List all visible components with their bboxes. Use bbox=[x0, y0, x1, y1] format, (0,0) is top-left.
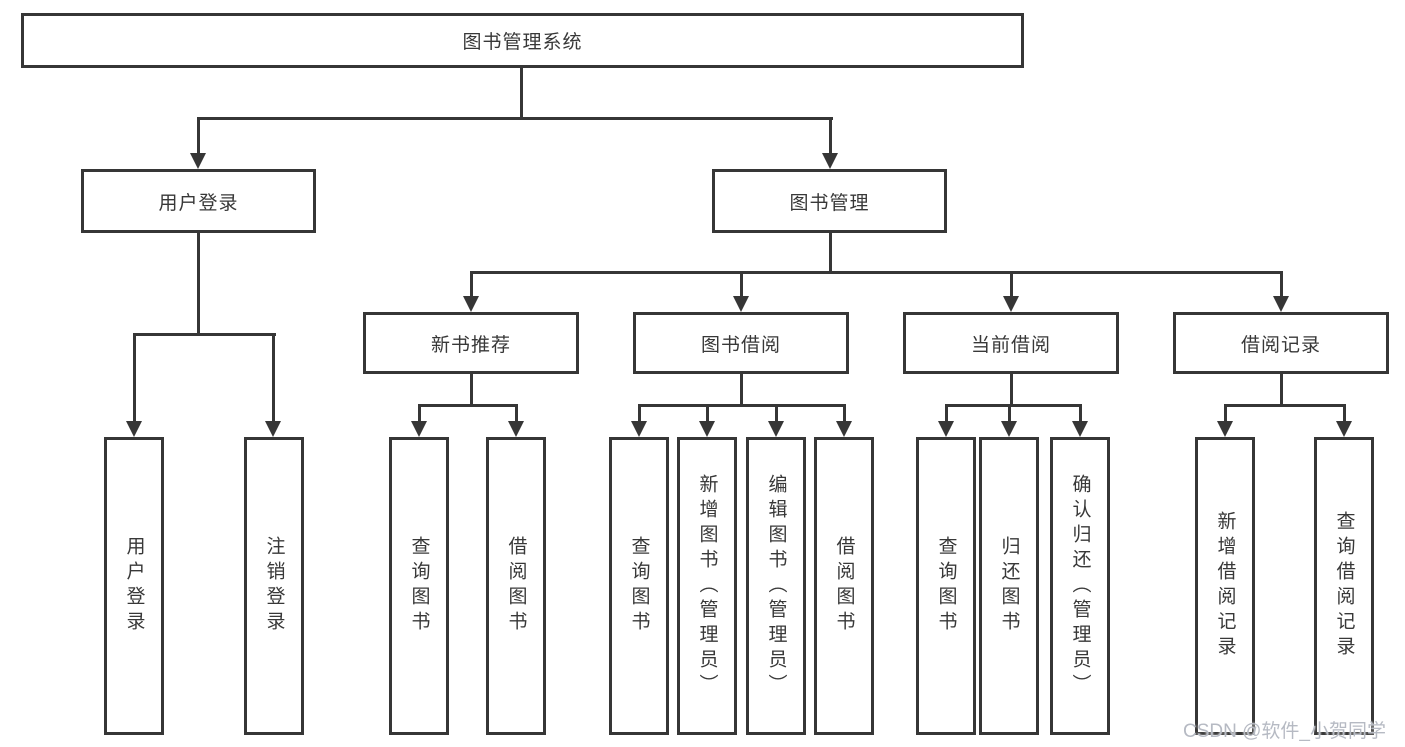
leaf-add-borrow-record: 新增借阅记录 bbox=[1195, 437, 1255, 735]
connector-line bbox=[1343, 404, 1346, 423]
connector-line bbox=[197, 233, 200, 336]
connector-line bbox=[197, 117, 200, 155]
node-root: 图书管理系统 bbox=[21, 13, 1024, 68]
connector-line bbox=[272, 333, 275, 423]
connector-line bbox=[133, 333, 276, 336]
connector-line bbox=[1008, 404, 1011, 423]
arrowhead-down-icon bbox=[1217, 421, 1233, 437]
arrowhead-down-icon bbox=[126, 421, 142, 437]
node-book-borrow: 图书借阅 bbox=[633, 312, 849, 374]
arrowhead-down-icon bbox=[631, 421, 647, 437]
leaf-query-borrow-record: 查询借阅记录 bbox=[1314, 437, 1374, 735]
arrowhead-down-icon bbox=[1003, 296, 1019, 312]
connector-line bbox=[197, 117, 833, 120]
leaf-query-books-recommend: 查询图书 bbox=[389, 437, 449, 735]
leaf-borrow-books-recommend: 借阅图书 bbox=[486, 437, 546, 735]
connector-line bbox=[706, 404, 709, 423]
connector-line bbox=[470, 271, 1283, 274]
arrowhead-down-icon bbox=[1336, 421, 1352, 437]
leaf-edit-book-admin: 编辑图书（管理员） bbox=[746, 437, 806, 735]
connector-line bbox=[638, 404, 641, 423]
connector-line bbox=[638, 404, 846, 407]
connector-line bbox=[945, 404, 948, 423]
arrowhead-down-icon bbox=[938, 421, 954, 437]
arrowhead-down-icon bbox=[822, 153, 838, 169]
arrowhead-down-icon bbox=[733, 296, 749, 312]
connector-line bbox=[1010, 374, 1013, 407]
arrowhead-down-icon bbox=[768, 421, 784, 437]
connector-line bbox=[740, 374, 743, 407]
node-book-management: 图书管理 bbox=[712, 169, 947, 233]
arrowhead-down-icon bbox=[1072, 421, 1088, 437]
connector-line bbox=[775, 404, 778, 423]
connector-line bbox=[829, 117, 832, 155]
connector-line bbox=[418, 404, 518, 407]
connector-line bbox=[133, 333, 136, 423]
node-borrow-records: 借阅记录 bbox=[1173, 312, 1389, 374]
connector-line bbox=[740, 271, 743, 298]
leaf-return-books: 归还图书 bbox=[979, 437, 1039, 735]
connector-line bbox=[1010, 271, 1013, 298]
connector-line bbox=[1280, 374, 1283, 407]
node-new-book-recommend: 新书推荐 bbox=[363, 312, 579, 374]
connector-line bbox=[470, 374, 473, 407]
connector-line bbox=[1224, 404, 1227, 423]
arrowhead-down-icon bbox=[836, 421, 852, 437]
arrowhead-down-icon bbox=[1273, 296, 1289, 312]
leaf-user-login: 用户登录 bbox=[104, 437, 164, 735]
arrowhead-down-icon bbox=[699, 421, 715, 437]
connector-line bbox=[1224, 404, 1345, 407]
node-current-borrow: 当前借阅 bbox=[903, 312, 1119, 374]
node-user-login: 用户登录 bbox=[81, 169, 316, 233]
connector-line bbox=[470, 271, 473, 298]
arrowhead-down-icon bbox=[411, 421, 427, 437]
csdn-watermark: CSDN @软件_小贺同学 bbox=[1183, 721, 1386, 742]
leaf-query-books-current: 查询图书 bbox=[916, 437, 976, 735]
connector-line bbox=[829, 233, 832, 274]
arrowhead-down-icon bbox=[508, 421, 524, 437]
connector-line bbox=[520, 68, 523, 120]
arrowhead-down-icon bbox=[265, 421, 281, 437]
leaf-borrow-books: 借阅图书 bbox=[814, 437, 874, 735]
leaf-logout: 注销登录 bbox=[244, 437, 304, 735]
connector-line bbox=[418, 404, 421, 423]
leaf-query-books-borrow: 查询图书 bbox=[609, 437, 669, 735]
connector-line bbox=[1079, 404, 1082, 423]
leaf-add-book-admin: 新增图书（管理员） bbox=[677, 437, 737, 735]
arrowhead-down-icon bbox=[190, 153, 206, 169]
connector-line bbox=[515, 404, 518, 423]
connector-line bbox=[945, 404, 1081, 407]
connector-line bbox=[1280, 271, 1283, 298]
connector-line bbox=[843, 404, 846, 423]
arrowhead-down-icon bbox=[463, 296, 479, 312]
arrowhead-down-icon bbox=[1001, 421, 1017, 437]
leaf-confirm-return-admin: 确认归还（管理员） bbox=[1050, 437, 1110, 735]
